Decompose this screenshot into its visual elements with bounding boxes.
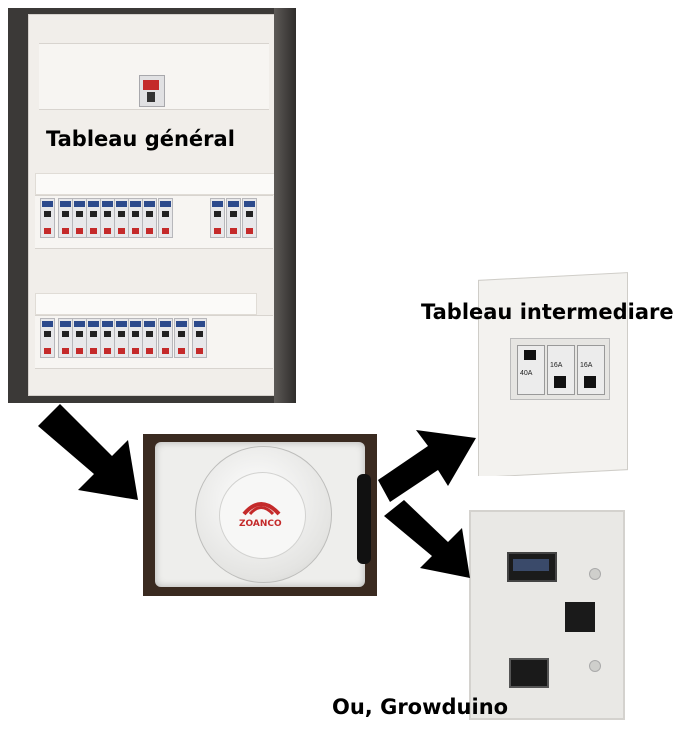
breaker-16a-2: 16A <box>577 345 605 395</box>
detector-center <box>219 472 306 559</box>
breaker-module <box>58 318 73 358</box>
zoanco-logo <box>242 502 281 516</box>
breaker-module <box>174 318 189 358</box>
cable <box>357 474 371 564</box>
label-growduino: Ou, Growduino <box>332 695 509 719</box>
label-row-2 <box>35 293 257 315</box>
arrow-detector-to-secondary <box>378 430 476 502</box>
growduino-photo <box>469 510 625 720</box>
label-main-panel: Tableau général <box>46 127 235 151</box>
breaker-module <box>40 318 55 358</box>
arrow-detector-to-growduino <box>384 500 470 578</box>
breaker-module <box>158 198 173 238</box>
small-display <box>509 658 549 688</box>
breaker-module <box>114 198 129 238</box>
label-secondary-panel: Tableau intermediare <box>421 300 674 324</box>
arrow-panel-to-detector <box>38 404 138 500</box>
logo-text: ZOANCO <box>239 519 282 529</box>
main-switch <box>139 75 165 107</box>
breaker-window: 40A 16A 16A <box>510 338 610 400</box>
breaker-40a: 40A <box>517 345 545 395</box>
keypad <box>565 602 595 632</box>
breaker-module <box>226 198 241 238</box>
breaker-module <box>100 318 115 358</box>
breaker-module <box>40 198 55 238</box>
breaker-module <box>128 318 143 358</box>
detector-photo: ZOANCO <box>143 434 377 596</box>
breaker-module <box>242 198 257 238</box>
lcd-display <box>507 552 557 582</box>
breaker-module <box>210 198 225 238</box>
secondary-panel-photo: 40A 16A 16A <box>470 268 630 476</box>
led-top <box>589 568 601 580</box>
breaker-16a-1: 16A <box>547 345 575 395</box>
breaker-module <box>158 318 173 358</box>
led-bottom <box>589 660 601 672</box>
cabinet-door-edge <box>274 8 296 403</box>
breaker-module <box>192 318 207 358</box>
breaker-module <box>72 318 87 358</box>
breaker-module <box>142 198 157 238</box>
breaker-module <box>142 318 157 358</box>
